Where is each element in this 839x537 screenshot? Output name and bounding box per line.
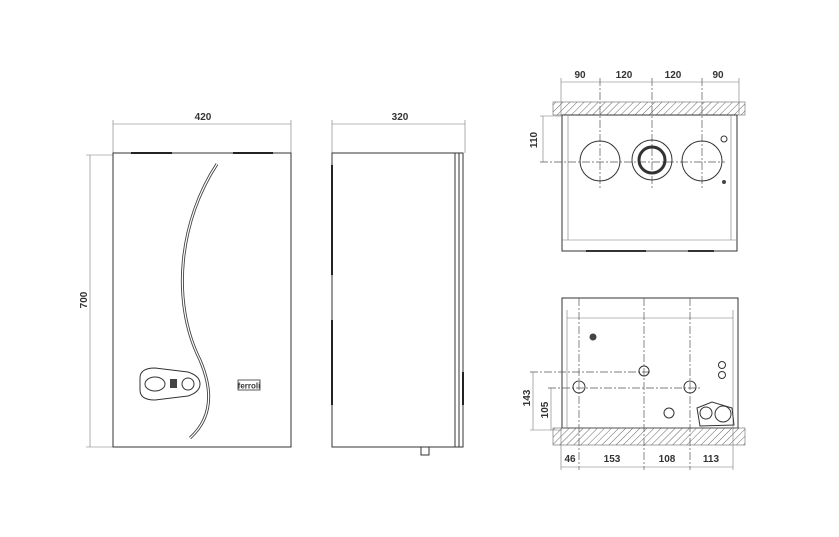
spacing-label: 120 [616,70,633,81]
control-panel [139,367,201,401]
control-knob-icon [144,376,166,392]
height-dimension-label: 700 [79,291,90,308]
front-view: 420 700 ferroli [79,112,292,448]
pressure-gauge-icon [181,377,195,391]
wall-hatch [552,101,746,116]
spacing-label: 90 [712,70,724,81]
top-view-casing [561,114,738,252]
decorative-swoosh [180,163,219,440]
spacing-label: 120 [665,70,682,81]
ferroli-logo: ferroli [237,379,261,391]
spacing-label: 153 [604,454,621,465]
water-connection [683,380,697,394]
water-connection [572,380,586,394]
floor-hatch [552,427,746,446]
flue-outlet [631,139,673,181]
side-view: 320 [331,112,466,456]
depth-dimension-label: 320 [392,112,409,123]
connection-fitting [589,333,597,341]
boiler-front-casing [112,152,292,448]
boiler-side-casing [331,152,464,448]
spacing-label: 90 [574,70,586,81]
width-dimension-label: 420 [195,112,212,123]
spacing-label: 46 [564,454,576,465]
spacing-label: 113 [703,454,720,465]
bottom-view: 46 153 108 113 143 105 [522,297,746,470]
top-view: 90 120 120 90 110 [529,70,746,252]
gas-connection [638,365,650,377]
bottom-connection [420,446,430,456]
height-dimension-label: 143 [522,389,533,406]
spacing-label: 108 [659,454,676,465]
height-dimension-label: 105 [540,401,551,418]
air-intake-hole [681,140,723,182]
svg-text:ferroli: ferroli [238,382,261,391]
air-intake-hole [579,140,621,182]
flue-connection-housing [696,401,735,427]
bottom-view-casing [561,297,739,429]
offset-dimension-label: 110 [529,131,540,148]
